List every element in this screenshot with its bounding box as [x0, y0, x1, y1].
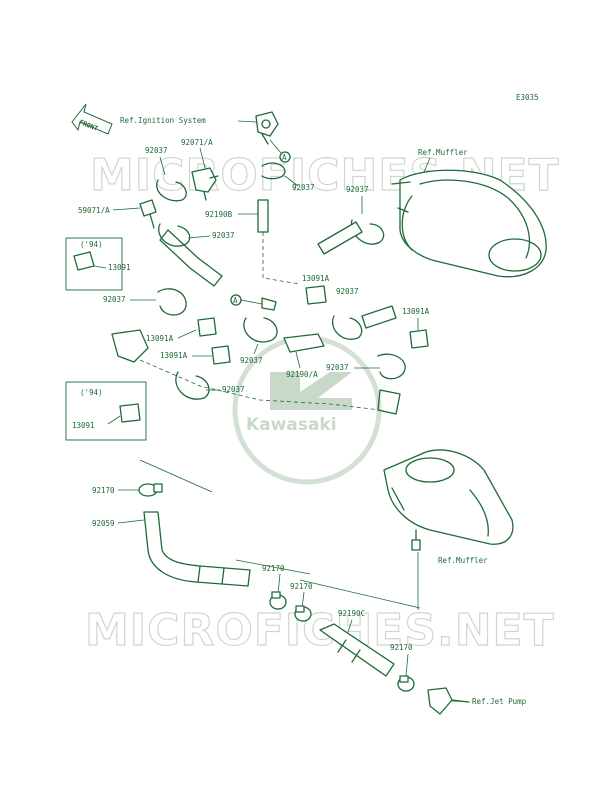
ref-ignition-system: Ref.Ignition System: [120, 116, 206, 125]
clamp-92037-b: [261, 162, 286, 180]
front-arrow-icon: FRONT: [71, 103, 113, 135]
callout-a-top-icon: [279, 151, 291, 163]
ref-jet-pump: Ref.Jet Pump: [472, 697, 527, 706]
part-13091a-d: 13091A: [402, 307, 430, 316]
part-92037-c: 92037: [212, 231, 235, 240]
hose-upper-left: [159, 229, 223, 287]
part-92190a: 92190/A: [286, 370, 318, 379]
diagram-code: E3035: [516, 93, 539, 102]
hose-short-top: [317, 221, 363, 255]
muffler-top: [391, 169, 547, 278]
grommet-13091-a: [73, 251, 95, 271]
part-92037-d: 92037: [346, 185, 369, 194]
part-13091-a: 13091: [108, 263, 131, 272]
grommet-13091a-b: [197, 317, 217, 337]
clamp-92037-g: [332, 315, 363, 340]
part-92170-a: 92170: [92, 486, 115, 495]
box-94-bottom: [65, 381, 147, 441]
hose-92190c: [319, 623, 395, 677]
callout-a-top-label: A: [282, 153, 287, 162]
year-94-top: ('94): [80, 240, 103, 249]
grommet-13091a-a: [305, 285, 327, 305]
hose-clamp-92170-d: [397, 675, 415, 692]
part-92059: 92059: [92, 519, 115, 528]
part-92037-f: 92037: [240, 356, 263, 365]
watermark-bottom: MICROFICHES.NET: [85, 605, 555, 656]
grommet-13091-b: [119, 403, 141, 423]
hose-right-lower: [377, 389, 401, 415]
clamp-92037-e: [157, 288, 187, 316]
grommet-13091a-d: [409, 329, 429, 349]
leader-ignition: [237, 120, 259, 123]
ignition-connector: [255, 111, 279, 145]
part-92170-c: 92170: [290, 582, 313, 591]
muffler-bottom: [383, 449, 514, 551]
year-94-bottom: ('94): [80, 388, 103, 397]
jet-pump-fitting: [427, 687, 469, 715]
part-92037-i: 92037: [222, 385, 245, 394]
hose-left-long: [111, 329, 149, 363]
ref-muffler-top: Ref.Muffler: [418, 148, 468, 157]
part-13091-b: 13091: [72, 421, 95, 430]
part-92190b: 92190B: [205, 210, 233, 219]
hose-right-mid: [361, 305, 397, 329]
part-92190c: 92190C: [338, 609, 365, 618]
grommet-13091a-c: [211, 345, 231, 365]
ref-muffler-bottom: Ref.Muffler: [438, 556, 488, 565]
part-92170-b: 92170: [262, 564, 285, 573]
part-92037-g: 92037: [336, 287, 359, 296]
clamp-92037-f: [243, 317, 278, 343]
part-13091a-a: 13091A: [302, 274, 330, 283]
hose-92190b: [257, 199, 269, 233]
part-92037-h: 92037: [326, 363, 349, 372]
hose-clamp-92170-b: [269, 591, 287, 610]
hose-92190a: [283, 333, 325, 353]
hose-clamp-92170-a: [138, 483, 163, 497]
logo-text: Kawasaki: [246, 415, 337, 435]
part-92071a: 92071/A: [181, 138, 213, 147]
part-92170-d: 92170: [390, 643, 413, 652]
tee-fitting: [139, 199, 157, 229]
part-59071a: 59071/A: [78, 206, 110, 215]
clamp-92037-c: [158, 223, 191, 247]
part-13091a-b: 13091A: [146, 334, 174, 343]
clamp-92037-h: [377, 353, 406, 380]
small-fitting-mid: [261, 297, 277, 311]
callout-a-mid-label: A: [233, 296, 238, 305]
hose-clamp-92170-c: [294, 605, 312, 622]
part-13091a-c: 13091A: [160, 351, 188, 360]
part-92037-e: 92037: [103, 295, 126, 304]
valve-fitting: [191, 167, 219, 201]
box-94-top: [65, 237, 123, 291]
clamp-92037-i: [175, 371, 210, 400]
part-92037-a: 92037: [145, 146, 168, 155]
hose-92059: [143, 511, 251, 587]
part-92037-b: 92037: [292, 183, 315, 192]
clamp-92037-a: [156, 179, 187, 202]
